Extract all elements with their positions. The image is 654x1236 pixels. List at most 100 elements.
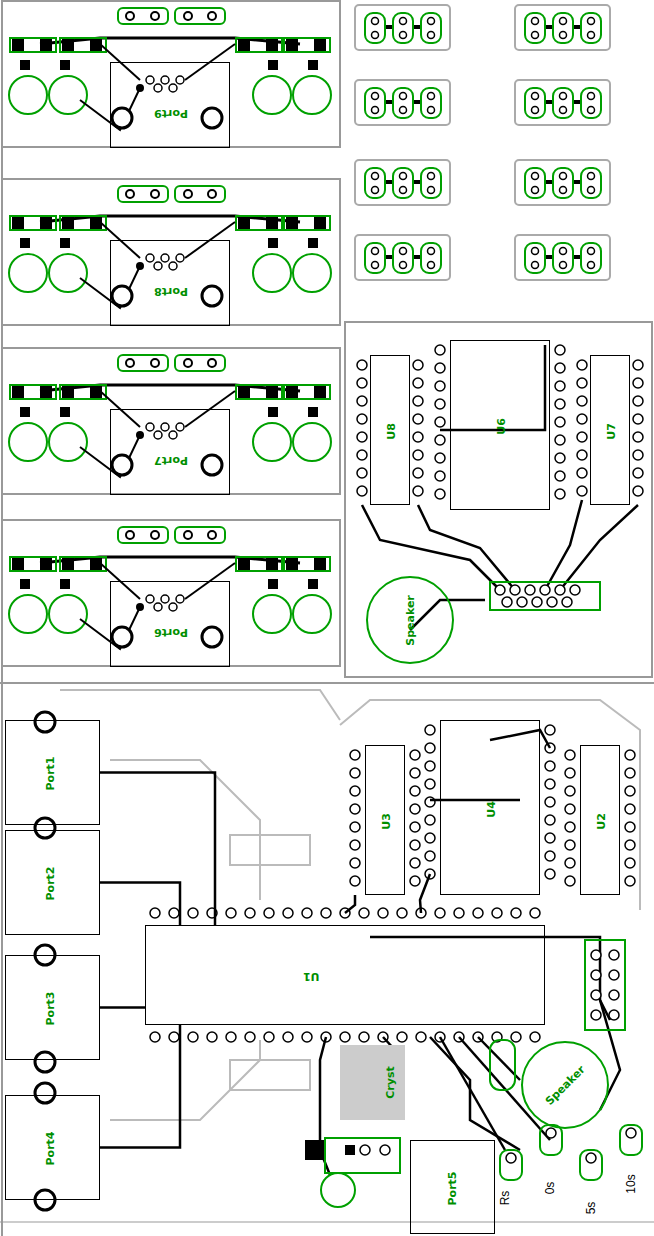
pcb-artwork-part — [340, 700, 640, 910]
speaker-circle — [522, 1042, 608, 1128]
pcb-artwork-part — [500, 1150, 522, 1180]
pcb-artwork-part — [357, 450, 367, 460]
connector-outline: Port5 — [410, 1140, 495, 1234]
pcb-artwork-part — [591, 1010, 601, 1020]
pcb-artwork-part — [245, 908, 255, 918]
crystal-outline: Cryst — [340, 1045, 405, 1120]
pcb-artwork-part — [555, 435, 565, 445]
pcb-artwork-part — [570, 585, 580, 595]
pcb-artwork-part — [302, 908, 312, 918]
pcb-artwork-part — [609, 970, 619, 980]
pcb-artwork-part — [490, 1040, 515, 1090]
pcb-artwork-part — [350, 876, 360, 886]
pcb-artwork-part — [357, 468, 367, 478]
pcb-artwork-part — [511, 1032, 521, 1042]
ic-outline: U6 — [450, 340, 550, 510]
pcb-artwork-part — [359, 1032, 369, 1042]
pcb-artwork-part — [633, 432, 643, 442]
connector-outline: Port2 — [5, 830, 100, 935]
connector-outline: Port9 — [110, 62, 230, 148]
pcb-artwork-part — [473, 908, 483, 918]
pcb-artwork-part — [626, 1128, 636, 1138]
pcb-artwork-part — [545, 869, 555, 879]
copper-trace — [100, 883, 180, 926]
component-label: U1 — [303, 970, 320, 983]
pcb-artwork-part — [370, 937, 610, 1020]
pcb-artwork-part — [1, 0, 3, 1236]
pcb-artwork-part — [454, 908, 464, 918]
pcb-artwork-part — [577, 486, 587, 496]
pcb-artwork-part — [425, 797, 435, 807]
pcb-artwork-part — [555, 381, 565, 391]
pcb-artwork-part — [565, 876, 575, 886]
pcb-artwork-part — [418, 505, 515, 590]
pcb-artwork-part — [360, 1145, 370, 1155]
pcb-artwork-part — [511, 908, 521, 918]
pcb-artwork-part — [600, 1000, 620, 1110]
pcb-artwork-part — [625, 786, 635, 796]
pcb-artwork-part — [545, 500, 582, 590]
pcb-artwork-part — [580, 1150, 602, 1180]
pcb-artwork-part — [413, 468, 423, 478]
pcb-artwork-part — [357, 360, 367, 370]
connector-outline: Port4 — [5, 1095, 100, 1200]
speaker-symbol: Speaker — [520, 1040, 610, 1130]
pcb-artwork-part — [350, 822, 360, 832]
pcb-artwork-part — [625, 840, 635, 850]
pcb-artwork-part — [545, 797, 555, 807]
component-label: U6 — [495, 418, 508, 435]
pcb-artwork-part — [357, 396, 367, 406]
pcb-artwork-part — [609, 1010, 619, 1020]
pcb-artwork-part — [188, 908, 198, 918]
pcb-artwork-part — [435, 908, 445, 918]
pcb-artwork-part — [355, 160, 450, 205]
pcb-artwork-part — [435, 453, 445, 463]
connector-outline: Port3 — [5, 955, 100, 1060]
pcb-artwork-part — [510, 585, 520, 595]
button-label: Rs — [498, 1191, 512, 1206]
pcb-artwork-part — [350, 786, 360, 796]
pcb-artwork-part — [555, 585, 565, 595]
pcb-artwork-part — [410, 840, 420, 850]
pcb-artwork-part — [226, 1032, 236, 1042]
pcb-artwork-part — [435, 363, 445, 373]
pcb-artwork-part — [633, 378, 643, 388]
pcb-artwork-part — [515, 5, 610, 50]
pcb-artwork-part — [413, 414, 423, 424]
pcb-artwork-part — [492, 908, 502, 918]
pcb-artwork-part — [565, 840, 575, 850]
pcb-artwork-part — [413, 396, 423, 406]
pcb-artwork-part — [60, 690, 640, 1120]
pcb-artwork-part — [350, 750, 360, 760]
pcb-artwork-part — [320, 730, 620, 1175]
pcb-artwork-part — [435, 417, 445, 427]
pcb-artwork-part — [625, 858, 635, 868]
pcb-artwork-part — [410, 804, 420, 814]
pcb-artwork-part — [591, 990, 601, 1000]
pcb-artwork-part — [565, 822, 575, 832]
pcb-artwork-part — [35, 818, 55, 838]
pcb-artwork-part — [435, 471, 445, 481]
pcb-artwork-part — [110, 760, 260, 900]
ic-outline: U8 — [370, 355, 410, 505]
component-label: Speaker — [404, 595, 417, 646]
pcb-artwork-part — [355, 235, 450, 280]
pcb-artwork-part — [532, 597, 542, 607]
pcb-artwork-part — [591, 970, 601, 980]
pcb-artwork-part — [302, 1032, 312, 1042]
ic-outline: U1 — [145, 925, 545, 1025]
pcb-artwork-part — [435, 399, 445, 409]
pcb-artwork-part — [545, 833, 555, 843]
pcb-artwork-part — [345, 895, 355, 913]
pcb-artwork-part — [562, 597, 572, 607]
pcb-artwork-part — [430, 799, 520, 802]
component-label: Port4 — [45, 1131, 58, 1165]
pcb-artwork-part — [495, 585, 505, 595]
pcb-artwork-part — [283, 1032, 293, 1042]
pcb-artwork-part — [413, 378, 423, 388]
component-label: Port8 — [154, 285, 188, 298]
ic-outline: U3 — [365, 745, 405, 895]
pcb-artwork-part — [435, 489, 445, 499]
pcb-artwork-part — [350, 858, 360, 868]
